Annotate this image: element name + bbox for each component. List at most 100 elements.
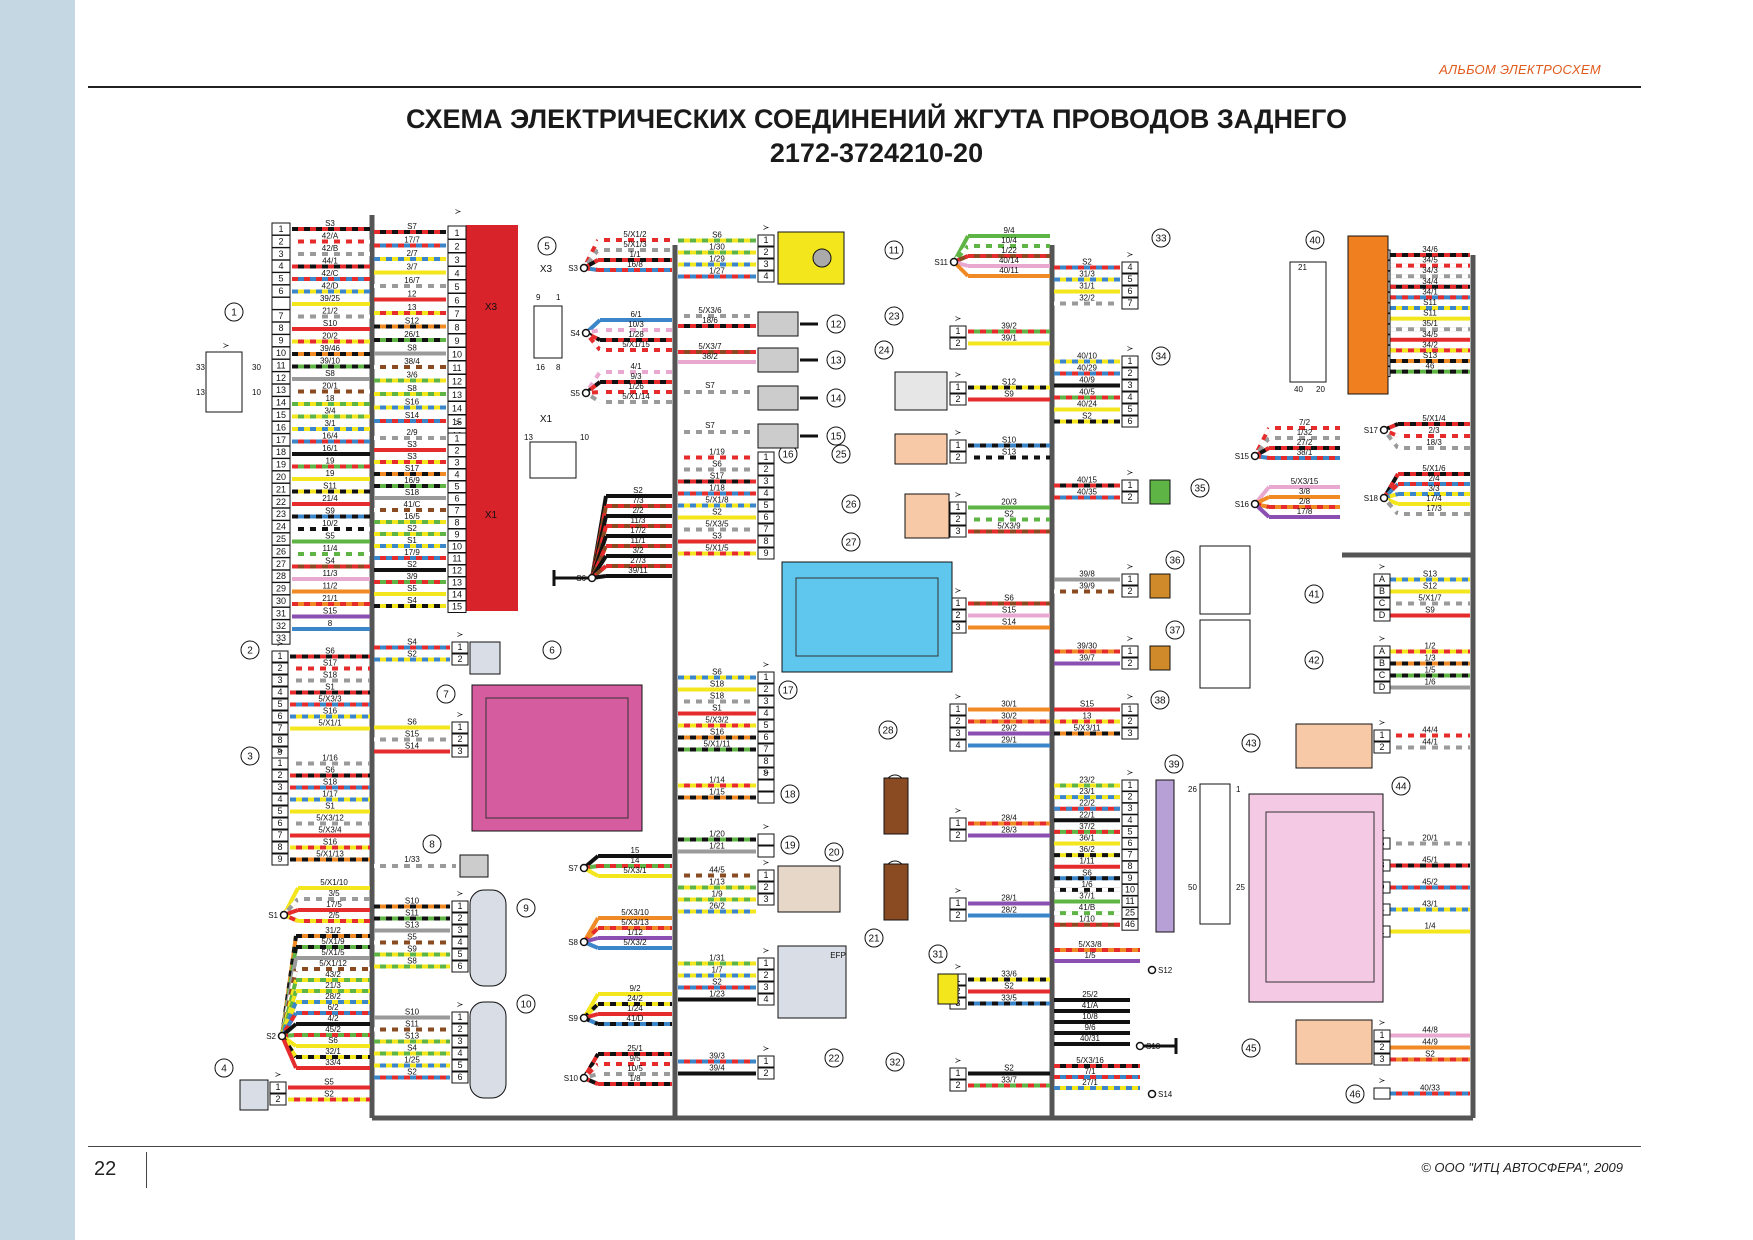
x1-wire-label: 16/5 xyxy=(404,512,420,521)
c22-wire-label: 39/4 xyxy=(709,1064,725,1073)
c2-wire-label: S6 xyxy=(325,647,335,656)
c31-plug-icon: ≻ xyxy=(955,962,962,971)
pin-number: 2 xyxy=(955,338,960,348)
pin-number: 2 xyxy=(277,663,282,673)
c3-plug-icon: ≻ xyxy=(277,746,284,755)
c7-pin xyxy=(451,745,469,758)
c20-wire-label: 1/13 xyxy=(709,878,725,887)
c39-pin xyxy=(1121,918,1139,931)
pin-number: 9 xyxy=(1127,873,1132,883)
x1-connector xyxy=(466,433,518,611)
c16-pin xyxy=(757,463,775,476)
x3-wire-label: S7 xyxy=(407,222,417,231)
x3-pin-1: 1 xyxy=(556,293,561,302)
c1-wire-label: 42/B xyxy=(322,244,338,253)
c16-pin xyxy=(757,523,775,536)
c46-wire-label: 40/33 xyxy=(1420,1084,1441,1093)
c17-pin xyxy=(757,695,775,708)
c34-pin xyxy=(1121,367,1139,380)
c18-wire-label: 1/15 xyxy=(709,788,725,797)
connector-number: 19 xyxy=(784,841,796,852)
pin-number: 1 xyxy=(763,672,768,682)
s13 xyxy=(1135,1041,1145,1051)
pin-number: 1 xyxy=(1379,1030,1384,1040)
c2-pin xyxy=(271,722,289,735)
pin-number: 28 xyxy=(276,571,286,581)
c24-wire-label: S9 xyxy=(1004,390,1014,399)
c30-pin xyxy=(949,909,967,922)
c13-wire-label: 5/X3/7 xyxy=(698,342,722,351)
heater-43 xyxy=(1295,723,1373,769)
s18-wire-label: 2/4 xyxy=(1428,474,1440,483)
pin-number: 7 xyxy=(454,309,459,319)
c34-wire-label: 40/5 xyxy=(1079,388,1095,397)
c38-wire-label: S15 xyxy=(1080,700,1095,709)
s11-wire-label: 40/11 xyxy=(999,266,1019,275)
s3-label: S3 xyxy=(568,264,578,273)
c2-wire-label: 5/X1/1 xyxy=(318,719,342,728)
pin-number: 4 xyxy=(277,687,282,697)
c3-pin xyxy=(271,769,289,782)
c1-wire-label: 3/1 xyxy=(324,419,336,428)
c4-pin xyxy=(269,1093,287,1106)
s6-wire-label: 2/2 xyxy=(632,506,644,515)
heater-45 xyxy=(1295,1019,1373,1065)
s9-wire-label: 1/24 xyxy=(627,1004,643,1013)
s13-wire-label: 9/6 xyxy=(1084,1023,1096,1032)
pin-number: 1 xyxy=(275,1082,280,1092)
c17-pin xyxy=(757,767,775,780)
x3-wire-label: 16/7 xyxy=(404,276,420,285)
c40-wire-label: S11 xyxy=(1423,298,1437,307)
connector-number: 21 xyxy=(868,934,880,945)
c46-callout xyxy=(1345,1084,1365,1104)
connector-number: 23 xyxy=(888,312,900,323)
c2-wire-label: 5/X3/3 xyxy=(318,695,342,704)
pin-number: 8 xyxy=(763,756,768,766)
pin-number: 3 xyxy=(955,526,960,536)
c4-wire-label: S5 xyxy=(324,1078,334,1087)
s2-label: S2 xyxy=(266,1032,276,1041)
s15-wire-label: 27/2 xyxy=(1297,438,1313,447)
s7-wire-label: 5/X3/1 xyxy=(623,866,647,875)
pin-number: 2 xyxy=(457,913,462,923)
s13-wire-label: 10/8 xyxy=(1082,1012,1098,1021)
x1-pin-13: 13 xyxy=(524,433,533,442)
c23-callout xyxy=(884,306,904,326)
c37-wire-label: 39/7 xyxy=(1079,654,1095,663)
c16-pin xyxy=(757,475,775,488)
connector-number: 20 xyxy=(828,848,840,859)
pin-number: 7 xyxy=(278,311,283,321)
s10-wire-label: 25/1 xyxy=(627,1044,643,1053)
c39-pin xyxy=(1121,907,1139,920)
c20-pin xyxy=(757,881,775,894)
c39-pin xyxy=(1121,814,1139,827)
c30-wire-label: 28/1 xyxy=(1001,894,1017,903)
pin-number: 20 xyxy=(276,472,286,482)
c18-callout xyxy=(780,784,800,804)
c40-wire-label: 35/1 xyxy=(1422,319,1438,328)
connector-number: 46 xyxy=(1349,1090,1361,1101)
c28-wire-label: 30/2 xyxy=(1001,712,1017,721)
c39-pin xyxy=(1121,860,1139,873)
c3-wire-label: S18 xyxy=(323,778,338,787)
c1-wire-label: S11 xyxy=(323,482,337,491)
pin-number: 22 xyxy=(276,497,286,507)
pin-number: 19 xyxy=(276,460,286,470)
c40-wire-label: S13 xyxy=(1423,351,1438,360)
c26-pin xyxy=(949,525,967,538)
c1-wire-label: 21/4 xyxy=(322,494,338,503)
pin-number: 2 xyxy=(955,452,960,462)
pin-number: 6 xyxy=(278,286,283,296)
c3-wire-label: 5/X3/4 xyxy=(318,826,342,835)
c17-wire-label: S6 xyxy=(712,668,722,677)
c25-wire-label: S13 xyxy=(1002,448,1017,457)
c2-pin xyxy=(271,698,289,711)
c34-pin xyxy=(1121,415,1139,428)
c16-wire-label: S17 xyxy=(710,472,725,481)
pin-number: B xyxy=(1379,586,1385,596)
c1-wire-label: 21/1 xyxy=(322,594,338,603)
c10-wire-label: S13 xyxy=(405,1032,420,1041)
connector-number: 44 xyxy=(1395,782,1407,793)
c7-wire-label: S14 xyxy=(405,742,420,751)
s2-wire-label: 6/2 xyxy=(327,1003,339,1012)
